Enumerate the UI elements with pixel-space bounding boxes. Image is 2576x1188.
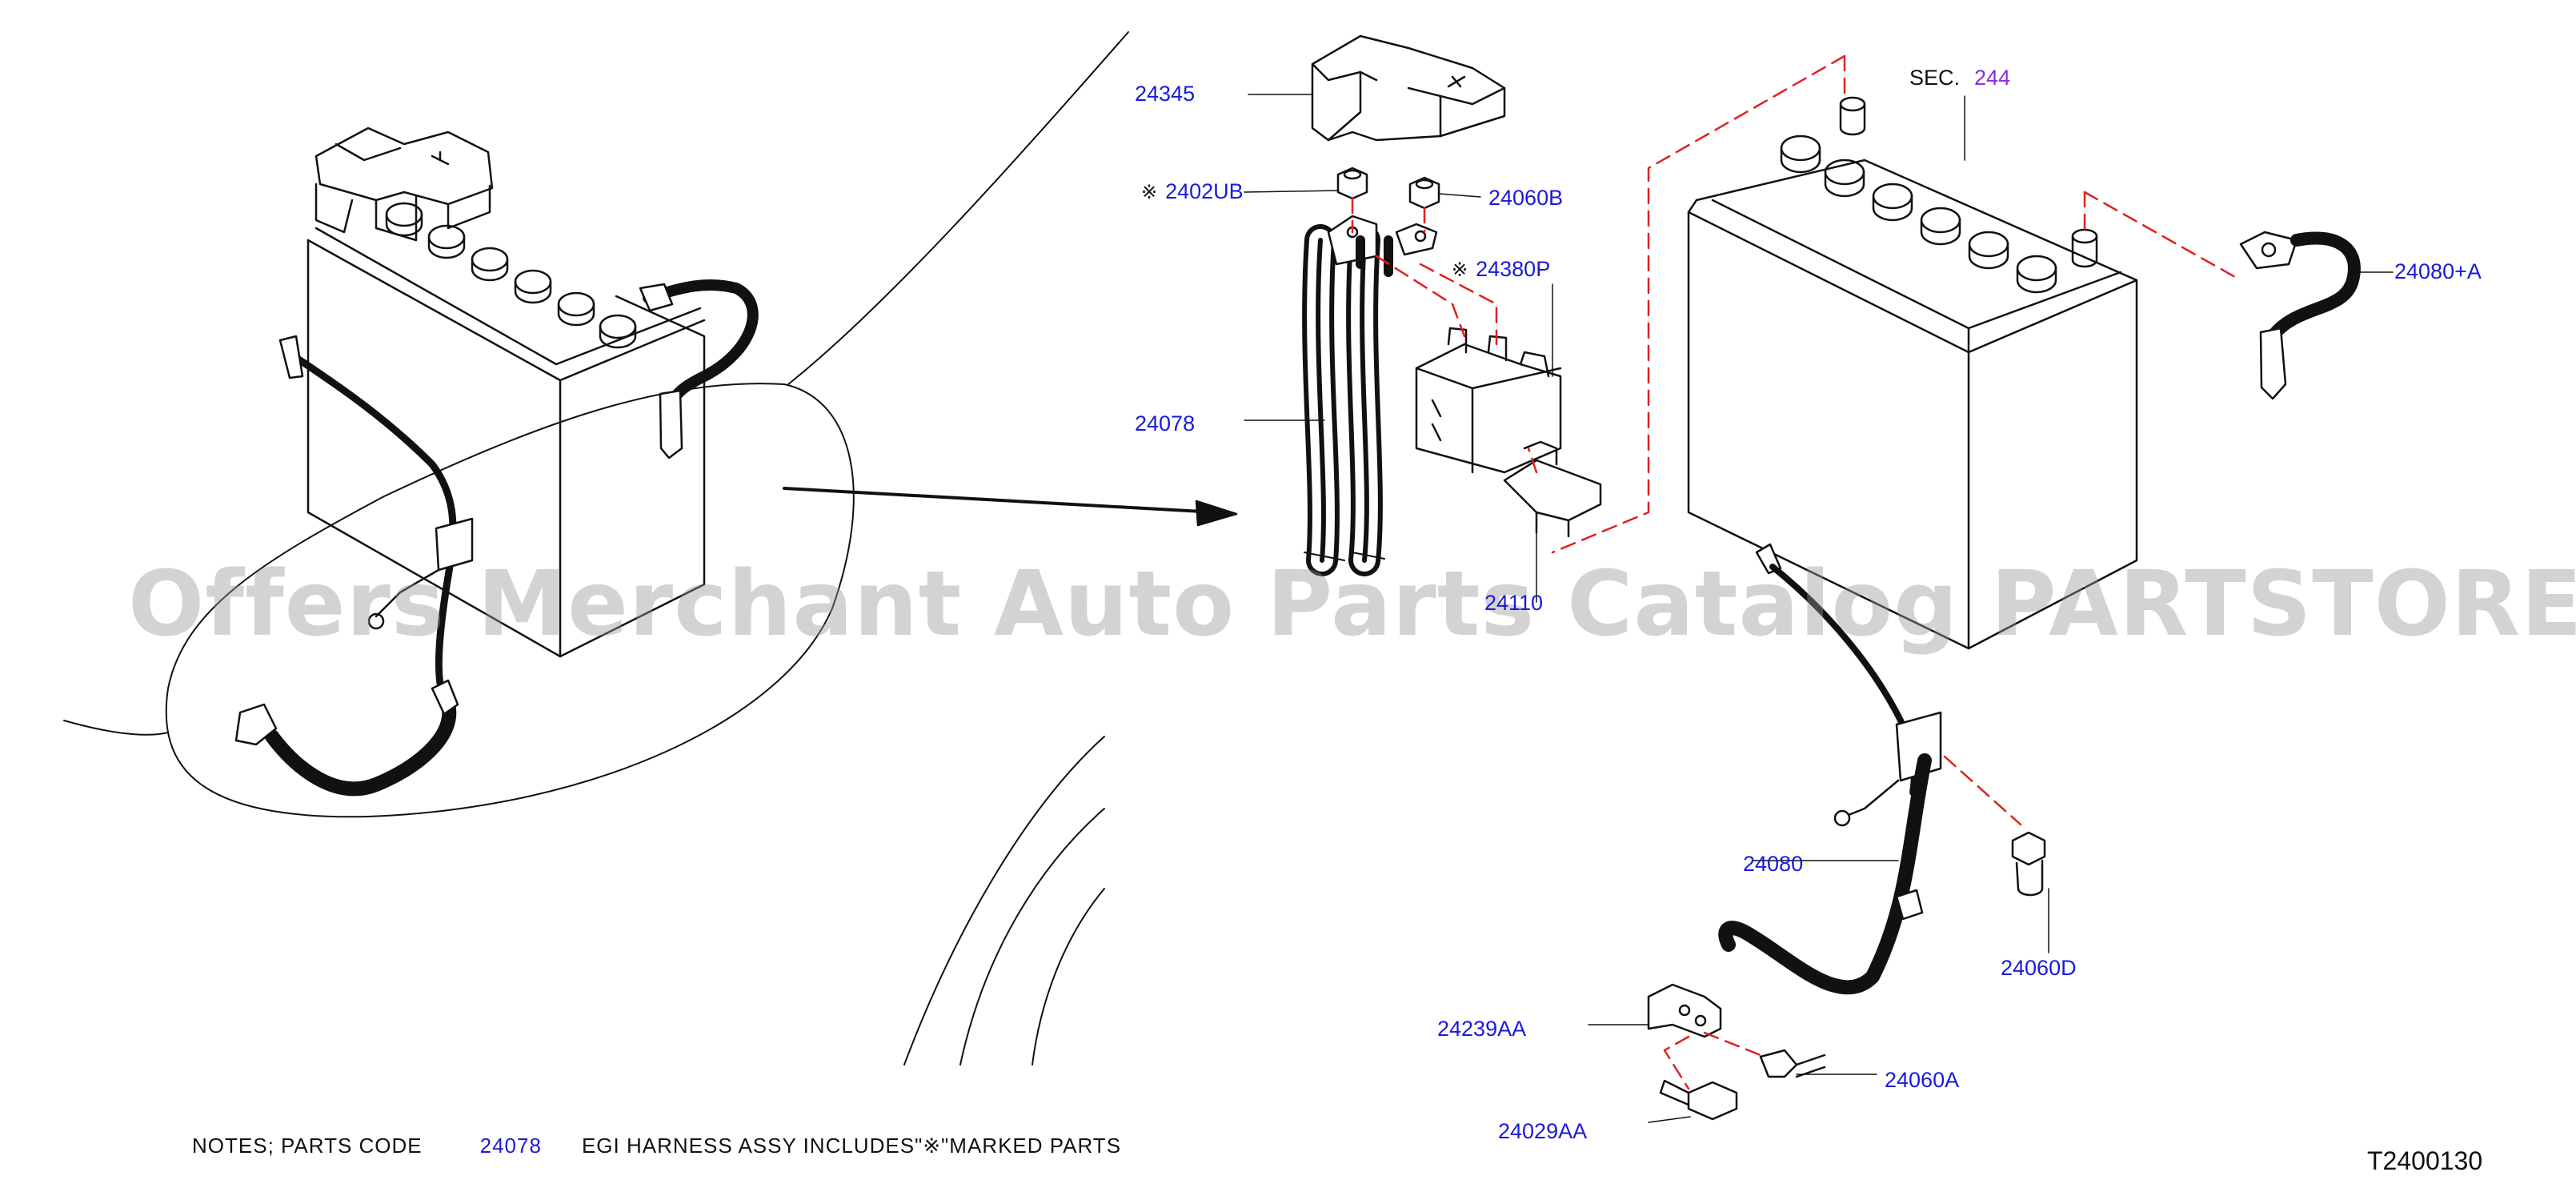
diagram-id: T2400130: [2367, 1146, 2483, 1175]
part-2402ub-label: 2402UB: [1165, 179, 1244, 203]
part-24080-plus-a-link[interactable]: 24080+A: [2394, 259, 2482, 283]
cable-24080-plus-a: [2239, 231, 2394, 400]
cable-24080: [1718, 543, 1942, 995]
part-2402ub-link[interactable]: ※ 2402UB: [1141, 181, 1244, 203]
notes-code-link[interactable]: 24078: [479, 1134, 542, 1158]
part-24060b-link[interactable]: 24060B: [1488, 186, 1564, 210]
bracket-24239aa: [1588, 983, 1722, 1038]
part-24029aa-link[interactable]: 24029AA: [1498, 1119, 1588, 1143]
part-24239aa-link[interactable]: 24239AA: [1437, 1017, 1527, 1041]
part-24345-link[interactable]: 24345: [1135, 82, 1196, 106]
section-label: SEC.: [1909, 66, 1961, 90]
part-24060d-link[interactable]: 24060D: [2001, 956, 2077, 980]
dashed-leaders: [1351, 54, 2242, 1090]
bolt-24060d: [2011, 831, 2049, 953]
body-curves: [903, 736, 1105, 1066]
overview-battery: [63, 31, 1129, 818]
part-24080-link[interactable]: 24080: [1743, 852, 1804, 876]
section-number-link[interactable]: 244: [1974, 66, 2011, 90]
battery-assembly: [1687, 95, 2138, 650]
detail-arrow: [783, 487, 1238, 527]
notes-line: NOTES; PARTS CODE 24078 EGI HARNESS ASSY I…: [192, 1134, 1121, 1158]
kome-mark: ※: [1141, 182, 1158, 203]
bolt-24060a: [1759, 1049, 1877, 1078]
part-24380p-label: 24380P: [1476, 257, 1551, 281]
part-24078-link[interactable]: 24078: [1135, 411, 1196, 435]
detail-harness: [1244, 34, 1602, 603]
kome-mark: ※: [1452, 259, 1468, 281]
notes-prefix: NOTES; PARTS CODE: [192, 1134, 423, 1158]
part-24060a-link[interactable]: 24060A: [1885, 1068, 1960, 1092]
bolt-24029aa: [1648, 1079, 1738, 1123]
notes-suffix: EGI HARNESS ASSY INCLUDES"※"MARKED PARTS: [581, 1134, 1122, 1158]
part-24110-link[interactable]: 24110: [1484, 591, 1544, 615]
section-reference: SEC. 244: [1909, 66, 2010, 90]
part-24380p-link[interactable]: ※ 24380P: [1452, 259, 1550, 280]
